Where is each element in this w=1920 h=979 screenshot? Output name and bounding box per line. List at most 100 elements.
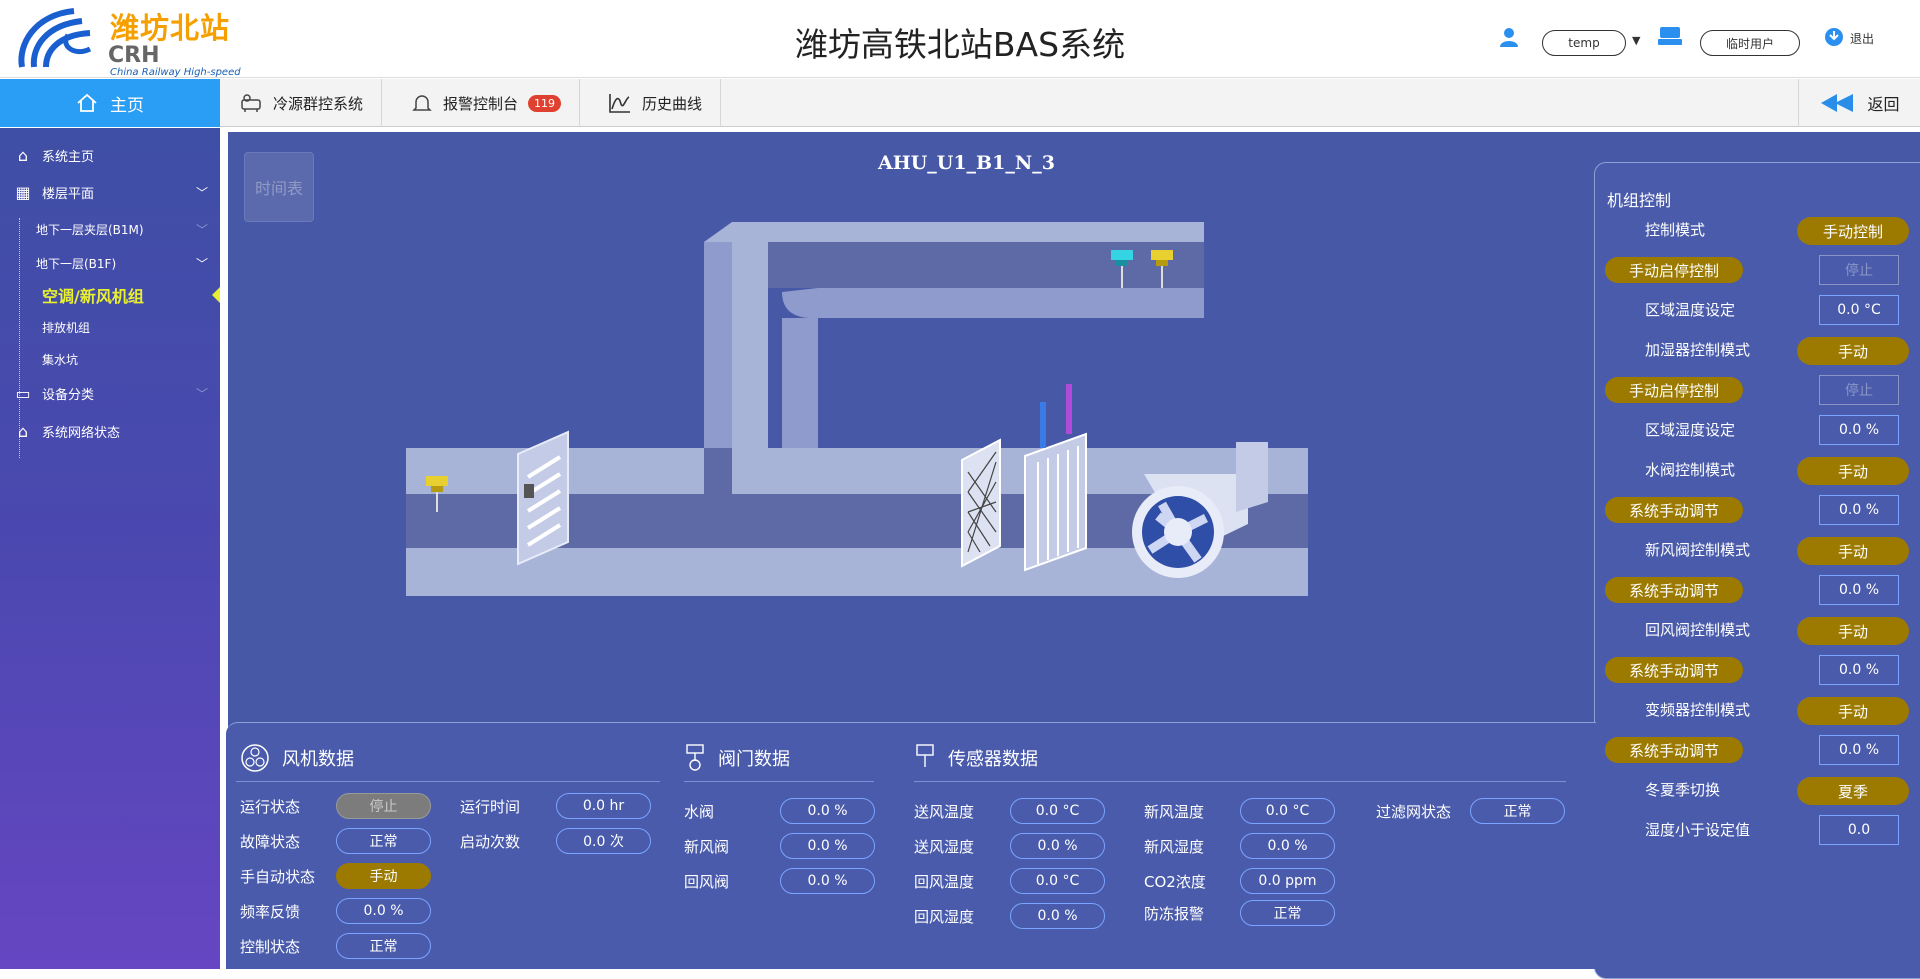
zone-humidity-setpoint-input[interactable]: 0.0 %: [1819, 415, 1899, 445]
tab-cooling-label: 冷源群控系统: [273, 94, 364, 113]
divider: [684, 781, 874, 782]
return-humidity-label: 回风湿度: [914, 908, 975, 926]
sidebar-item-ahu[interactable]: 空调/新风机组: [0, 280, 220, 310]
sidebar-item-b1f[interactable]: 地下一层(B1F) ﹀: [0, 248, 220, 278]
control-label: 系统手动调节: [1605, 737, 1743, 763]
alarm-count-badge: 119: [528, 94, 562, 112]
return-humidity-value: 0.0 %: [1010, 903, 1105, 929]
user-select[interactable]: temp: [1542, 30, 1626, 56]
control-label: 新风阀控制模式: [1645, 541, 1751, 559]
section-title-text: 传感器数据: [948, 749, 1038, 770]
filter-icon: [961, 438, 1001, 568]
sidebar-item-sump[interactable]: 集水坑: [0, 344, 220, 374]
fresh-air-humidity-label: 新风湿度: [1144, 838, 1205, 856]
fan-control-value: 正常: [336, 933, 431, 959]
sidebar-item-label: 地下一层(B1F): [36, 256, 117, 271]
home-icon: ⌂: [17, 145, 29, 165]
sensor-icon: [426, 476, 448, 512]
monitor-icon: ▭: [15, 383, 31, 403]
manual-adjust-input[interactable]: 0.0 %: [1819, 575, 1899, 605]
filter-status-label: 过滤网状态: [1376, 803, 1452, 821]
monitor-icon: [1658, 25, 1682, 53]
control-row: 系统手动调节 0.0 %: [1595, 655, 1920, 687]
sidebar-item-b1m[interactable]: 地下一层夹层(B1M) ﹀: [0, 214, 220, 244]
zone-temp-setpoint-input[interactable]: 0.0 °C: [1819, 295, 1899, 325]
control-label: 回风阀控制模式: [1645, 621, 1751, 639]
chevron-down-icon: ﹀: [195, 256, 208, 271]
control-row: 手动启停控制 停止: [1595, 375, 1920, 407]
vfd-mode-button[interactable]: 手动: [1797, 697, 1909, 725]
control-panel-title: 机组控制: [1607, 191, 1672, 210]
logout-icon[interactable]: [1824, 27, 1844, 53]
season-switch-button[interactable]: 夏季: [1797, 777, 1909, 805]
control-label: 控制模式: [1645, 221, 1706, 239]
fresh-air-valve-mode-button[interactable]: 手动: [1797, 537, 1909, 565]
fan-runtime-label: 运行时间: [460, 798, 521, 816]
schedule-button[interactable]: 时间表: [244, 152, 314, 222]
user-role-button[interactable]: 临时用户: [1700, 30, 1800, 56]
start-stop-button[interactable]: 停止: [1819, 375, 1899, 405]
section-title-text: 阀门数据: [718, 749, 790, 770]
humidity-threshold-input[interactable]: 0.0: [1819, 815, 1899, 845]
tab-home[interactable]: 主页: [0, 79, 220, 127]
manual-adjust-input[interactable]: 0.0 %: [1819, 735, 1899, 765]
sidebar-item-label: 设备分类: [42, 387, 95, 403]
humidifier-mode-button[interactable]: 手动: [1797, 337, 1909, 365]
valve-data-title: 阀门数据: [684, 743, 790, 773]
sidebar-item-network-status[interactable]: ⌂ 系统网络状态: [0, 416, 220, 446]
chevron-down-icon: ﹀: [195, 222, 208, 237]
control-row: 冬夏季切换 夏季: [1595, 775, 1920, 807]
control-row: 变频器控制模式 手动: [1595, 695, 1920, 727]
sidebar-item-device-category[interactable]: ▭ 设备分类 ﹀: [0, 378, 220, 408]
return-air-valve-mode-button[interactable]: 手动: [1797, 617, 1909, 645]
bell-icon: [412, 95, 432, 111]
sidebar-item-floor-plan[interactable]: ▦ 楼层平面 ﹀: [0, 177, 220, 207]
control-mode-button[interactable]: 手动控制: [1797, 217, 1909, 245]
sidebar-item-label: 系统主页: [42, 149, 95, 165]
fan-freq-value: 0.0 %: [336, 898, 431, 924]
logo-crh: CRH: [108, 43, 160, 68]
freeze-alarm-value: 正常: [1240, 900, 1335, 926]
fan-fault-value: 正常: [336, 828, 431, 854]
control-label: 系统手动调节: [1605, 497, 1743, 523]
back-button[interactable]: 返回: [1798, 79, 1920, 127]
control-label: 加湿器控制模式: [1645, 341, 1751, 359]
fan-starts-label: 启动次数: [460, 833, 521, 851]
tab-history-curve[interactable]: 历史曲线: [590, 79, 722, 127]
sidebar-item-exhaust[interactable]: 排放机组: [0, 312, 220, 342]
sidebar-item-home[interactable]: ⌂ 系统主页: [0, 140, 220, 170]
fan-status-value: 停止: [336, 793, 431, 819]
home-icon: ⌂: [17, 421, 29, 441]
control-label: 区域温度设定: [1645, 301, 1736, 319]
line-chart-icon: [609, 94, 630, 113]
manual-adjust-input[interactable]: 0.0 %: [1819, 495, 1899, 525]
control-row: 系统手动调节 0.0 %: [1595, 575, 1920, 607]
fan-control-label: 控制状态: [240, 938, 301, 956]
water-valve-mode-button[interactable]: 手动: [1797, 457, 1909, 485]
nav-bar: 主页 冷源群控系统 报警控制台 119 历史曲线 返回: [0, 79, 1920, 127]
supply-humidity-value: 0.0 %: [1010, 833, 1105, 859]
valve-icon: [686, 744, 704, 771]
section-title-text: 风机数据: [282, 749, 354, 770]
page-title: 潍坊高铁北站BAS系统: [794, 25, 1126, 64]
control-row: 区域温度设定 0.0 °C: [1595, 295, 1920, 327]
tab-alarm-label: 报警控制台: [443, 94, 519, 113]
tab-home-label: 主页: [110, 95, 144, 116]
control-row: 控制模式 手动控制: [1595, 215, 1920, 247]
return-temp-value: 0.0 °C: [1010, 868, 1105, 894]
header: 潍坊北站 CRH China Railway High-speed 潍坊高铁北站…: [0, 0, 1920, 78]
filter-status-value: 正常: [1470, 798, 1565, 824]
return-temp-label: 回风温度: [914, 873, 975, 891]
active-marker: [212, 285, 222, 305]
tab-alarm-console[interactable]: 报警控制台 119: [393, 79, 581, 127]
building-icon: ▦: [15, 182, 31, 202]
sidebar-divider: [220, 128, 228, 969]
chevron-down-icon[interactable]: ▼: [1632, 34, 1641, 47]
chevron-down-icon: ﹀: [195, 386, 208, 401]
tab-history-label: 历史曲线: [642, 94, 703, 113]
logout-link[interactable]: 退出: [1850, 32, 1875, 46]
start-stop-button[interactable]: 停止: [1819, 255, 1899, 285]
manual-adjust-input[interactable]: 0.0 %: [1819, 655, 1899, 685]
control-label: 冬夏季切换: [1645, 781, 1721, 799]
tab-cooling-control[interactable]: 冷源群控系统: [221, 79, 383, 127]
